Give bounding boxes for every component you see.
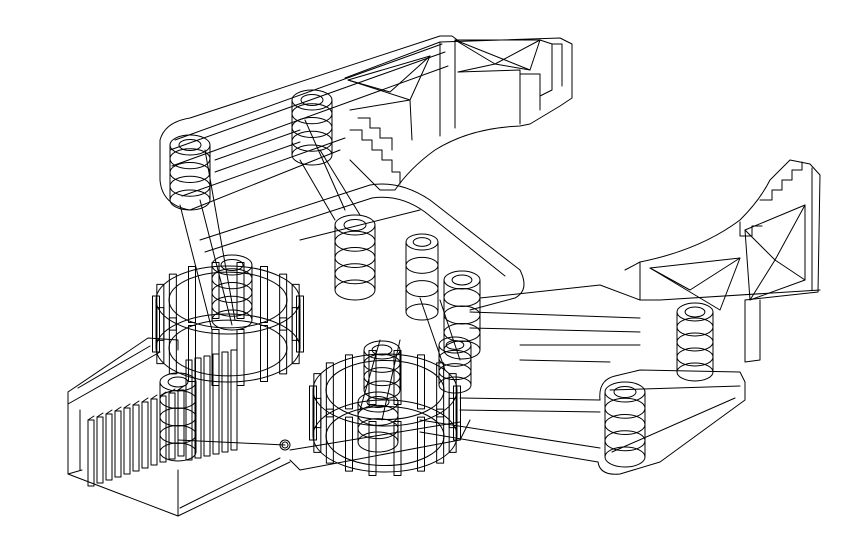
pivot-pins (159, 89, 714, 468)
upper-arm (159, 35, 461, 211)
base-plate (199, 183, 525, 471)
left-gear (152, 262, 304, 386)
right-gear (309, 350, 461, 476)
lower-arm (419, 284, 821, 475)
linkage-bars (179, 119, 461, 421)
servo-ribs (87, 349, 238, 487)
servo-housing (67, 337, 291, 517)
upper-jaw (344, 37, 573, 191)
lower-jaw (624, 159, 821, 363)
